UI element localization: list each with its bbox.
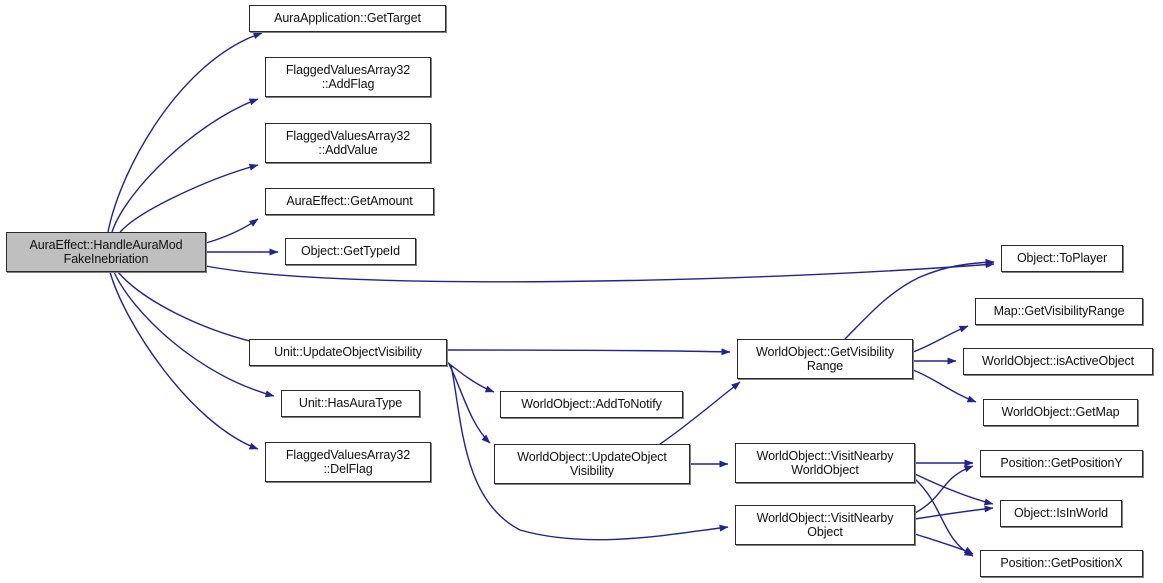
graph-node-toPlayer[interactable]: Object::ToPlayer [1001, 245, 1123, 272]
graph-node-label: FlaggedValuesArray32 ::DelFlag [285, 447, 411, 477]
graph-edge-root-to-delFlag [109, 271, 259, 450]
graph-edge-visitNearbyObj-to-getPosY [914, 465, 974, 514]
graph-node-delFlag[interactable]: FlaggedValuesArray32 ::DelFlag [265, 442, 431, 482]
graph-node-label: Object::GetTypeId [300, 244, 401, 259]
graph-node-isInWorld[interactable]: Object::IsInWorld [1000, 500, 1122, 527]
graph-node-getTypeId[interactable]: Object::GetTypeId [285, 238, 416, 265]
graph-node-label: Position::GetPositionX [1000, 556, 1123, 571]
graph-edge-root-to-toPlayer [205, 261, 995, 283]
graph-edge-root-to-addFlag [111, 98, 259, 233]
graph-node-label: WorldObject::GetVisibility Range [756, 344, 894, 374]
graph-node-hasAuraType[interactable]: Unit::HasAuraType [281, 390, 420, 417]
graph-edge-root-to-getAmount [205, 218, 259, 244]
graph-edge-unitUOV-to-addToNotify [446, 361, 495, 393]
graph-node-getPosX[interactable]: Position::GetPositionX [980, 550, 1143, 577]
graph-edge-root-to-unitUOV [117, 271, 263, 346]
graph-edge-root-to-getTarget [107, 32, 263, 233]
graph-node-mapGetVis[interactable]: Map::GetVisibilityRange [975, 298, 1143, 325]
graph-node-label: Unit::UpdateObjectVisibility [274, 345, 422, 360]
graph-node-getTarget[interactable]: AuraApplication::GetTarget [249, 5, 446, 32]
graph-edge-root-to-addValue [119, 163, 259, 233]
graph-node-addToNotify[interactable]: WorldObject::AddToNotify [500, 391, 683, 418]
graph-node-visitNearbyObj[interactable]: WorldObject::VisitNearby Object [735, 505, 915, 545]
graph-edge-unitUOV-to-woUOV [448, 363, 491, 444]
graph-edge-getVisRange-to-toPlayer [844, 258, 995, 340]
graph-edge-visitNearbyWO-to-getPosX [914, 478, 974, 557]
graph-node-label: Unit::HasAuraType [298, 396, 403, 411]
graph-node-label: Object::ToPlayer [1016, 251, 1108, 266]
graph-node-addFlag[interactable]: FlaggedValuesArray32 ::AddFlag [265, 57, 431, 97]
graph-node-label: WorldObject::VisitNearby WorldObject [756, 448, 894, 478]
graph-node-label: Position::GetPositionY [1000, 456, 1123, 471]
graph-edge-visitNearbyObj-to-getPosX [914, 533, 974, 555]
graph-node-label: Map::GetVisibilityRange [993, 304, 1125, 319]
graph-node-label: WorldObject::isActiveObject [982, 354, 1134, 369]
graph-node-root[interactable]: AuraEffect::HandleAuraMod FakeInebriatio… [6, 232, 206, 272]
graph-node-label: AuraEffect::GetAmount [286, 194, 413, 209]
graph-node-label: WorldObject::UpdateObject Visibility [517, 449, 667, 479]
graph-edge-visitNearbyWO-to-isInWorld [914, 473, 994, 506]
graph-node-label: FlaggedValuesArray32 ::AddFlag [285, 62, 411, 92]
graph-edge-visitNearbyObj-to-isInWorld [914, 505, 994, 520]
graph-node-label: AuraEffect::HandleAuraMod FakeInebriatio… [29, 237, 183, 267]
graph-node-addValue[interactable]: FlaggedValuesArray32 ::AddValue [265, 123, 431, 163]
graph-node-getMap[interactable]: WorldObject::GetMap [983, 399, 1138, 426]
graph-node-label: AuraApplication::GetTarget [274, 11, 421, 26]
graph-node-woUOV[interactable]: WorldObject::UpdateObject Visibility [494, 444, 690, 484]
graph-edge-unitUOV-to-getVisRange [446, 348, 731, 356]
graph-node-isActiveObj[interactable]: WorldObject::isActiveObject [963, 348, 1153, 375]
graph-node-label: WorldObject::GetMap [1001, 405, 1120, 420]
graph-node-unitUOV[interactable]: Unit::UpdateObjectVisibility [249, 339, 447, 366]
graph-node-getVisRange[interactable]: WorldObject::GetVisibility Range [737, 339, 913, 379]
graph-edge-root-to-hasAuraType [113, 271, 275, 398]
graph-edge-getVisRange-to-mapGetVis [912, 325, 969, 353]
graph-node-label: Object::IsInWorld [1014, 506, 1108, 521]
graph-node-label: WorldObject::VisitNearby Object [756, 510, 894, 540]
graph-node-visitNearbyWO[interactable]: WorldObject::VisitNearby WorldObject [735, 443, 915, 483]
graph-node-getAmount[interactable]: AuraEffect::GetAmount [265, 188, 434, 215]
graph-node-label: FlaggedValuesArray32 ::AddValue [285, 128, 411, 158]
graph-node-getPosY[interactable]: Position::GetPositionY [980, 450, 1143, 477]
graph-node-label: WorldObject::AddToNotify [521, 397, 662, 412]
